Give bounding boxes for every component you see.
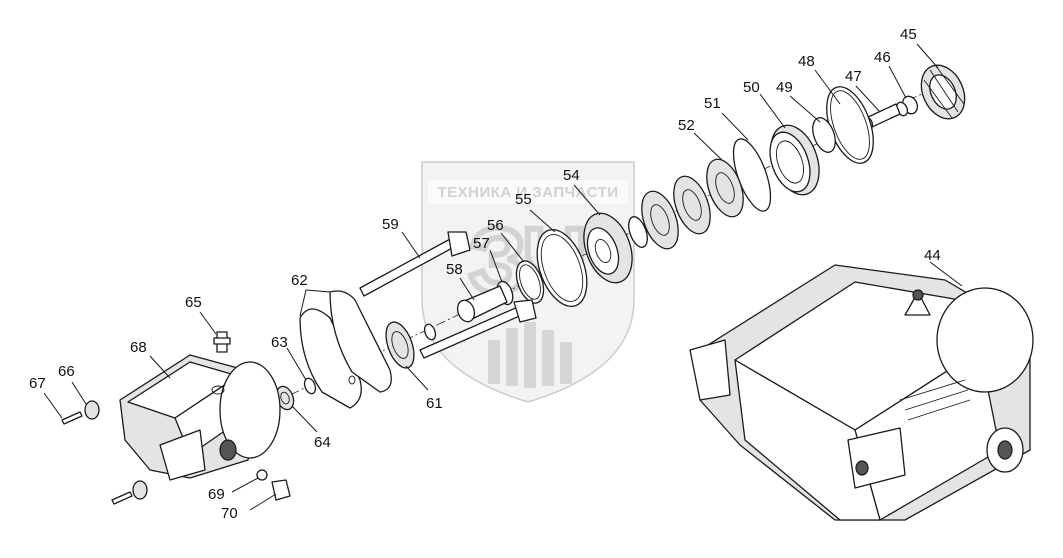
leader-lines xyxy=(43,43,963,511)
part-70-bleed-cap xyxy=(271,479,291,501)
part-52-disc-stack xyxy=(628,158,744,250)
callout-58: 58 xyxy=(446,261,463,278)
part-45-bearing xyxy=(920,64,966,120)
part-66-castle-nut xyxy=(84,400,148,500)
part-55-large-ring xyxy=(536,229,588,307)
callout-61: 61 xyxy=(426,395,443,412)
callout-55: 55 xyxy=(515,191,532,208)
part-62-brake-pads xyxy=(299,290,392,409)
callout-65: 65 xyxy=(185,294,202,311)
part-68-caliper-body xyxy=(119,354,281,481)
callout-68: 68 xyxy=(130,339,147,356)
callout-59: 59 xyxy=(382,216,399,233)
callout-44: 44 xyxy=(924,247,941,264)
callout-45: 45 xyxy=(900,26,917,43)
callout-69: 69 xyxy=(208,486,225,503)
callout-46: 46 xyxy=(874,49,891,66)
callout-62: 62 xyxy=(291,272,308,289)
part-59-long-bolt xyxy=(359,231,471,297)
callout-49: 49 xyxy=(776,79,793,96)
callout-54: 54 xyxy=(563,167,580,184)
callout-70: 70 xyxy=(221,505,238,522)
part-54-hub xyxy=(583,212,633,284)
callout-57: 57 xyxy=(473,235,490,252)
part-50-bearing-cap xyxy=(769,124,820,196)
part-49-o-ring xyxy=(812,117,836,153)
callout-66: 66 xyxy=(58,363,75,380)
part-67-cotter-pin xyxy=(61,411,133,505)
callout-51: 51 xyxy=(704,95,721,112)
callout-48: 48 xyxy=(798,53,815,70)
callout-47: 47 xyxy=(845,68,862,85)
callout-labels: 45 46 47 48 49 50 51 52 54 55 56 57 58 5… xyxy=(29,26,941,522)
part-63-washer xyxy=(303,377,317,395)
part-69-fitting xyxy=(256,469,268,481)
callout-50: 50 xyxy=(743,79,760,96)
callout-52: 52 xyxy=(678,117,695,134)
callout-67: 67 xyxy=(29,375,46,392)
watermark-text: ТЕХНИКА И ЗАПЧАСТИ xyxy=(437,184,618,201)
callout-56: 56 xyxy=(487,217,504,234)
part-44-caliper-assembly xyxy=(689,264,1034,521)
part-lower-bolt xyxy=(419,299,537,359)
part-56-ring xyxy=(515,260,545,304)
callout-63: 63 xyxy=(271,334,288,351)
watermark-banner xyxy=(428,180,628,204)
callout-64: 64 xyxy=(314,434,331,451)
watermark-wheat-icon xyxy=(488,322,572,388)
part-65-grease-fitting xyxy=(213,331,231,353)
part-61-seal xyxy=(385,321,437,369)
part-58-bushing xyxy=(456,285,508,323)
